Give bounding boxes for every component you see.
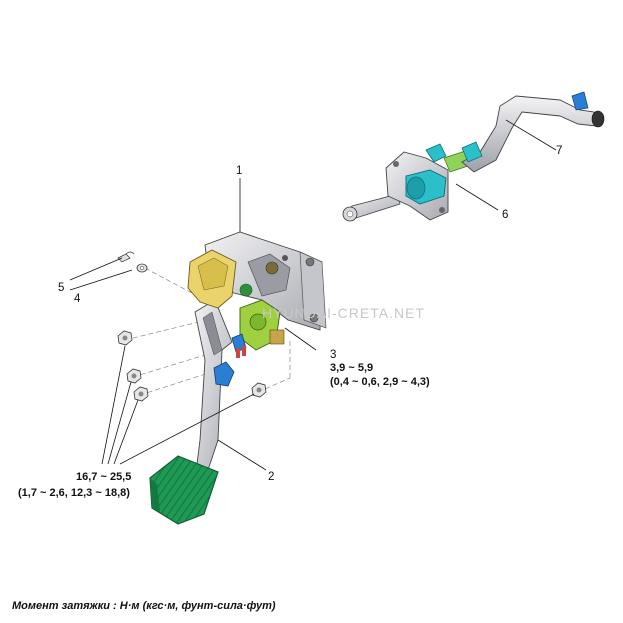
callout-2: 2 <box>268 471 274 483</box>
pedal-arm <box>194 299 233 473</box>
nut-b <box>126 368 142 384</box>
torque-spec-bolts-imperial: (1,7 ~ 2,6, 12,3 ~ 18,8) <box>18 487 130 499</box>
torque-spec-3-value: 3,9 ~ 5,9 <box>330 362 373 374</box>
callout-7: 7 <box>556 145 562 157</box>
pedal-bracket <box>204 231 327 331</box>
torque-spec-3-imperial: (0,4 ~ 0,6, 2,9 ~ 4,3) <box>330 376 430 388</box>
watermark: HYUNDAI-CRETA.NET <box>262 305 425 321</box>
leader-lines <box>69 119 557 471</box>
washer <box>136 263 148 273</box>
yellow-stopper-bracket <box>187 249 237 309</box>
nut-a <box>117 330 133 346</box>
clutch-hose <box>461 91 605 173</box>
clutch-switch <box>239 283 285 351</box>
blue-clips <box>213 333 247 387</box>
clevis-pin <box>117 251 135 263</box>
callout-5: 5 <box>58 282 64 294</box>
clutch-master-cylinder <box>385 143 475 221</box>
bolts <box>117 330 267 402</box>
nut-d <box>251 382 267 398</box>
callout-1: 1 <box>236 165 242 177</box>
callout-3: 3 <box>330 349 336 361</box>
nut-c <box>133 386 149 402</box>
torque-units-footnote: Момент затяжки : Н·м (кгс·м, фунт-сила·ф… <box>12 600 276 612</box>
pedal-pad <box>149 455 219 525</box>
callout-6: 6 <box>502 209 508 221</box>
callout-4: 4 <box>74 293 81 305</box>
torque-spec-bolts-value: 16,7 ~ 25,5 <box>76 471 131 483</box>
